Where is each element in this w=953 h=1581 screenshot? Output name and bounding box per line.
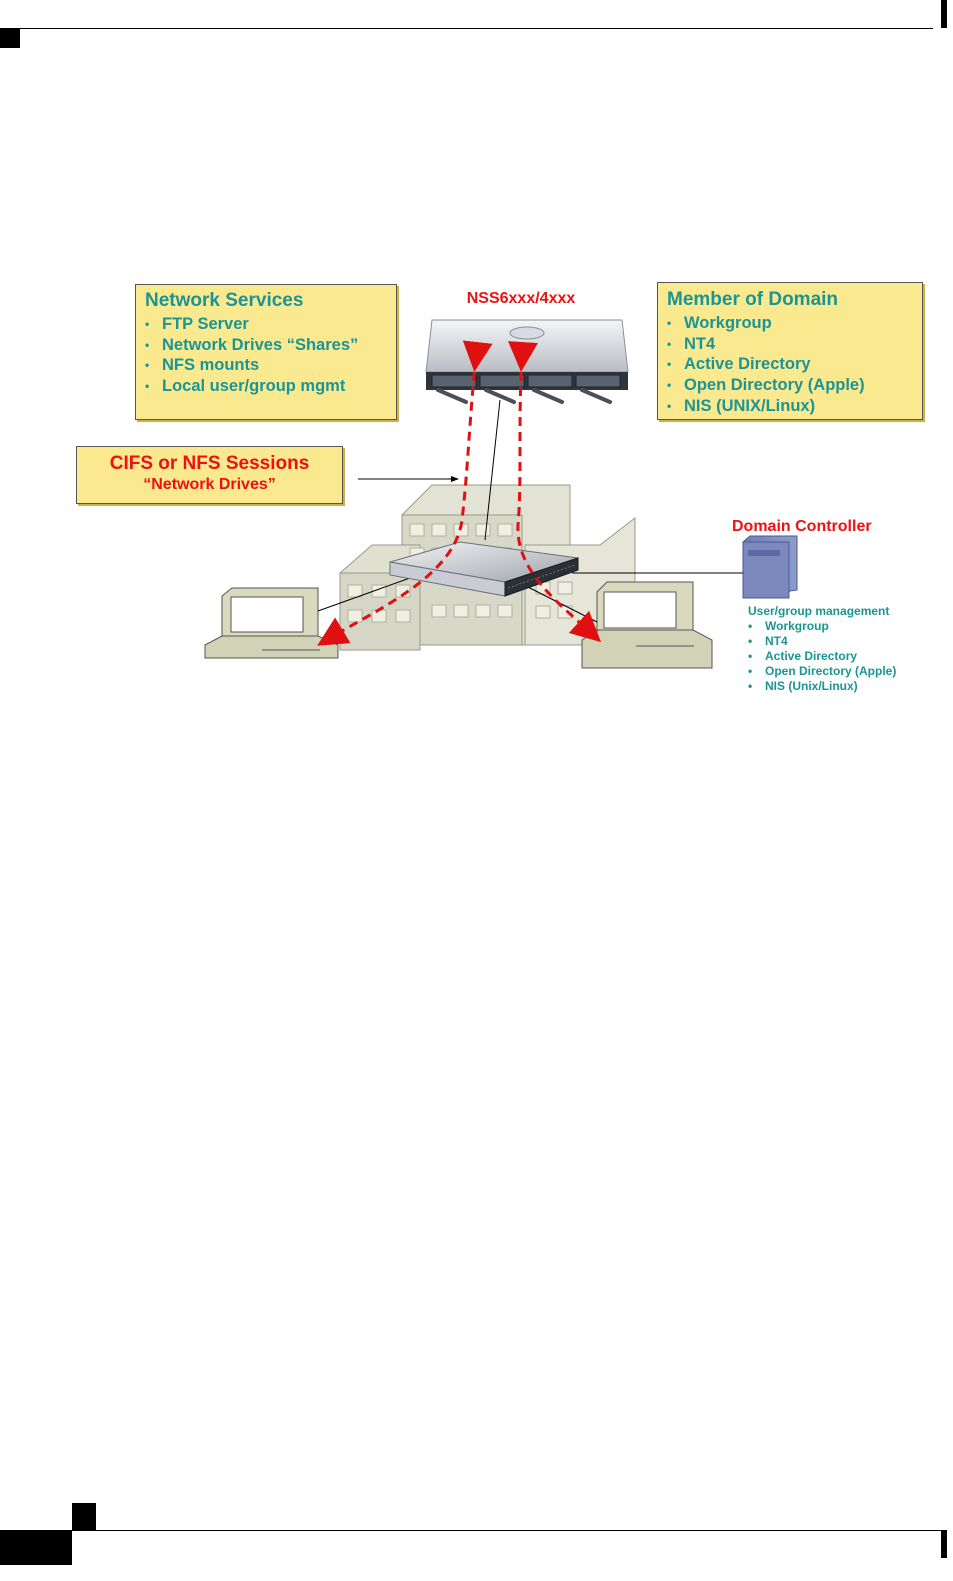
bottom-rule: [72, 1530, 941, 1531]
list-item: Open Directory (Apple): [748, 664, 938, 679]
session-arrows: [317, 340, 602, 646]
nas-device-illustration: [425, 319, 629, 404]
right-computer-illustration: [581, 581, 713, 669]
list-item: NIS (UNIX/Linux): [667, 396, 922, 417]
sessions-subtitle: “Network Drives”: [143, 476, 276, 493]
domain-controller-server-illustration: [742, 535, 798, 599]
list-item: NIS (Unix/Linux): [748, 679, 938, 694]
list-item: Active Directory: [748, 649, 938, 664]
sessions-callout: CIFS or NFS Sessions “Network Drives”: [76, 446, 343, 504]
domain-controller-list: Workgroup NT4 Active Directory Open Dire…: [748, 619, 938, 694]
domain-controller-heading: User/group management: [748, 604, 890, 618]
top-right-mark: [941, 0, 947, 28]
sessions-title: CIFS or NFS Sessions: [109, 453, 310, 474]
member-of-domain-title: Member of Domain: [667, 289, 839, 310]
list-item: Workgroup: [667, 313, 922, 334]
list-item: NFS mounts: [145, 355, 396, 376]
domain-controller-title: Domain Controller: [732, 518, 872, 535]
top-left-mark: [0, 28, 20, 48]
list-item: FTP Server: [145, 314, 396, 335]
list-item: NT4: [667, 334, 922, 355]
list-item: Workgroup: [748, 619, 938, 634]
list-item: Active Directory: [667, 354, 922, 375]
top-rule: [20, 28, 933, 29]
bottom-left-block: [0, 1530, 72, 1565]
domain-controller-details: User/group management Workgroup NT4 Acti…: [748, 604, 938, 694]
member-of-domain-callout: Member of Domain Workgroup NT4 Active Di…: [657, 282, 923, 420]
network-services-title: Network Services: [145, 290, 304, 311]
list-item: Network Drives “Shares”: [145, 335, 396, 356]
list-item: Local user/group mgmt: [145, 376, 396, 397]
network-services-list: FTP Server Network Drives “Shares” NFS m…: [145, 314, 396, 397]
list-item: NT4: [748, 634, 938, 649]
network-services-callout: Network Services FTP Server Network Driv…: [135, 284, 397, 420]
bottom-right-mark: [941, 1530, 947, 1558]
list-item: Open Directory (Apple): [667, 375, 922, 396]
member-of-domain-list: Workgroup NT4 Active Directory Open Dire…: [667, 313, 922, 417]
bottom-left-tab: [72, 1503, 96, 1531]
left-computer-illustration: [204, 587, 339, 659]
nss-model-label: NSS6xxx/4xxx: [466, 290, 576, 307]
